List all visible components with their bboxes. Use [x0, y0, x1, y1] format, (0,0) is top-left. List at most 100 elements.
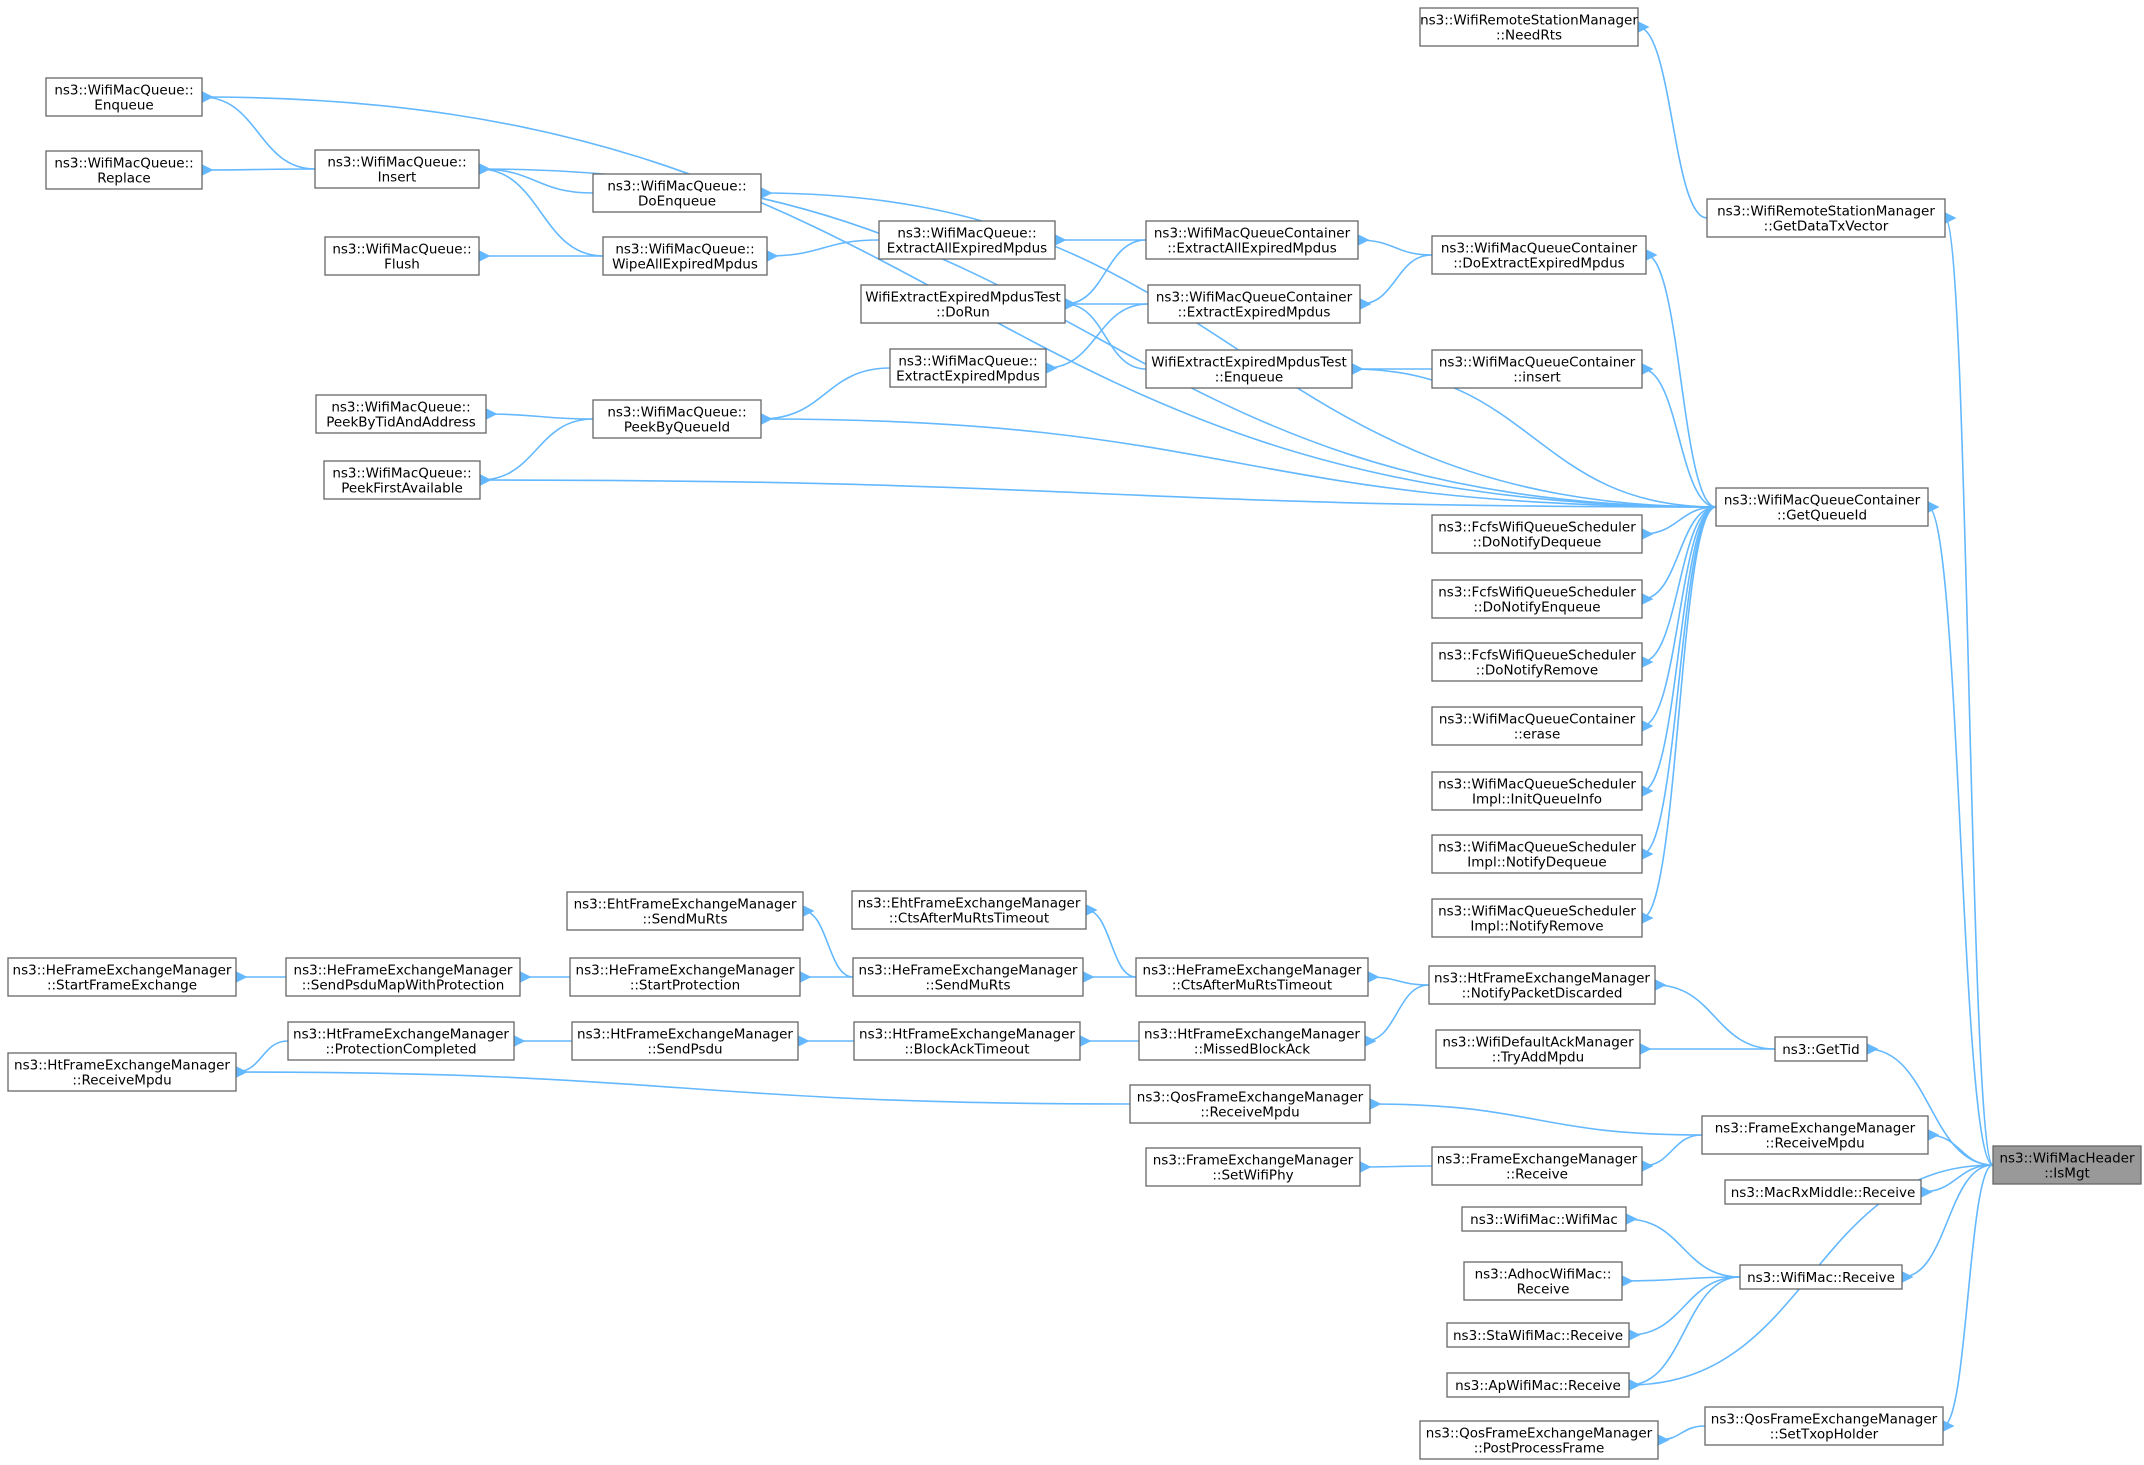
- node-label: ::SendMuRts: [925, 978, 1010, 994]
- node-box: [1428, 965, 1656, 1005]
- node-box: [592, 173, 762, 213]
- graph-node-wifimac-ctor[interactable]: ns3::WifiMac::WifiMac: [1461, 1206, 1627, 1232]
- graph-node-qos-receivempdu[interactable]: ns3::QosFrameExchangeManager::ReceiveMpd…: [1129, 1084, 1371, 1124]
- graph-node-q-extract[interactable]: ns3::WifiMacQueue::ExtractExpiredMpdus: [889, 348, 1047, 388]
- graph-node-fcfs-rem[interactable]: ns3::FcfsWifiQueueScheduler::DoNotifyRem…: [1431, 642, 1643, 682]
- graph-node-macrx[interactable]: ns3::MacRxMiddle::Receive: [1724, 1179, 1922, 1205]
- graph-node-needrts[interactable]: ns3::WifiRemoteStationManager::NeedRts: [1419, 7, 1639, 47]
- graph-edge-insert-getqueueid: [477, 162, 1717, 508]
- graph-node-he-sendpsdumap[interactable]: ns3::HeFrameExchangeManager::SendPsduMap…: [285, 957, 521, 997]
- node-label: ns3::HeFrameExchangeManager: [13, 963, 232, 979]
- graph-edge-peekfirst-peekbyqueue: [478, 418, 594, 487]
- node-box: [878, 220, 1056, 260]
- graph-node-replace[interactable]: ns3::WifiMacQueue::Replace: [45, 150, 203, 190]
- graph-node-sched-rem[interactable]: ns3::WifiMacQueueSchedulerImpl::NotifyRe…: [1431, 898, 1643, 938]
- graph-node-he-startprot[interactable]: ns3::HeFrameExchangeManager::StartProtec…: [569, 957, 801, 997]
- node-label: ns3::WifiMacQueue::: [615, 242, 754, 258]
- graph-node-fcfs-deq[interactable]: ns3::FcfsWifiQueueScheduler::DoNotifyDeq…: [1431, 514, 1643, 554]
- node-box: [314, 149, 480, 189]
- graph-node-wipe[interactable]: ns3::WifiMacQueue::WipeAllExpiredMpdus: [602, 236, 768, 276]
- node-label: ns3::WifiMacQueueScheduler: [1438, 777, 1636, 793]
- graph-node-sta[interactable]: ns3::StaWifiMac::Receive: [1446, 1322, 1630, 1348]
- graph-node-peekbyqueue[interactable]: ns3::WifiMacQueue::PeekByQueueId: [592, 399, 762, 439]
- graph-node-insert[interactable]: ns3::WifiMacQueue::Insert: [314, 149, 480, 189]
- node-box: [1992, 1145, 2142, 1185]
- node-box: [569, 957, 801, 997]
- graph-node-enqueue[interactable]: ns3::WifiMacQueue::Enqueue: [45, 77, 203, 117]
- graph-node-q-extractall[interactable]: ns3::WifiMacQueue::ExtractAllExpiredMpdu…: [878, 220, 1056, 260]
- graph-node-apwifimac[interactable]: ns3::ApWifiMac::Receive: [1446, 1372, 1630, 1398]
- graph-node-fem-receive[interactable]: ns3::FrameExchangeManager::Receive: [1431, 1146, 1643, 1186]
- graph-node-test-dorun[interactable]: WifiExtractExpiredMpdusTest::DoRun: [860, 284, 1066, 324]
- graph-node-adhoc[interactable]: ns3::AdhocWifiMac::Receive: [1463, 1261, 1623, 1301]
- graph-node-getdatatx[interactable]: ns3::WifiRemoteStationManager::GetDataTx…: [1706, 198, 1946, 238]
- graph-edge-insert-wipe: [477, 162, 604, 257]
- graph-node-c-extract[interactable]: ns3::WifiMacQueueContainer::ExtractExpir…: [1147, 284, 1361, 324]
- graph-node-test-enqueue[interactable]: WifiExtractExpiredMpdusTest::Enqueue: [1145, 349, 1353, 389]
- node-box: [1145, 220, 1359, 260]
- graph-edge-test-dorun-c-extractall: [1063, 239, 1147, 311]
- graph-node-fcfs-enq[interactable]: ns3::FcfsWifiQueueScheduler::DoNotifyEnq…: [1431, 579, 1643, 619]
- node-label: Enqueue: [94, 98, 153, 114]
- graph-node-ack-tryadd[interactable]: ns3::WifiDefaultAckManager::TryAddMpdu: [1435, 1029, 1641, 1069]
- graph-node-fem-receivempdu[interactable]: ns3::FrameExchangeManager::ReceiveMpdu: [1701, 1115, 1929, 1155]
- graph-node-ht-protcomp[interactable]: ns3::HtFrameExchangeManager::ProtectionC…: [287, 1021, 515, 1061]
- node-label: ::DoNotifyRemove: [1476, 663, 1598, 679]
- node-label: ns3::WifiRemoteStationManager: [1717, 204, 1935, 220]
- node-label: ::PostProcessFrame: [1474, 1441, 1605, 1457]
- graph-node-wifimac-receive[interactable]: ns3::WifiMac::Receive: [1739, 1264, 1903, 1290]
- graph-edge-ht-receivempdu-ht-protcomp: [234, 1040, 289, 1079]
- graph-node-ht-sendpsdu[interactable]: ns3::HtFrameExchangeManager::SendPsdu: [571, 1021, 799, 1061]
- graph-edge-c-extractall-doextract: [1356, 233, 1433, 256]
- graph-edge-ht-notify-gettid: [1653, 978, 1776, 1050]
- node-box: [324, 236, 480, 276]
- node-box: [45, 77, 203, 117]
- graph-node-peekbytid[interactable]: ns3::WifiMacQueue::PeekByTidAndAddress: [315, 394, 487, 434]
- graph-node-doenqueue[interactable]: ns3::WifiMacQueue::DoEnqueue: [592, 173, 762, 213]
- graph-node-ht-receivempdu[interactable]: ns3::HtFrameExchangeManager::ReceiveMpdu: [7, 1052, 237, 1092]
- node-label: ns3::WifiMacQueueContainer: [1439, 712, 1636, 728]
- graph-node-ht-blockack[interactable]: ns3::HtFrameExchangeManager::BlockAckTim…: [853, 1021, 1081, 1061]
- graph-node-flush[interactable]: ns3::WifiMacQueue::Flush: [324, 236, 480, 276]
- graph-node-eht-sendmurts[interactable]: ns3::EhtFrameExchangeManager::SendMuRts: [566, 891, 804, 931]
- node-label: ::insert: [1513, 370, 1561, 386]
- graph-node-c-insert[interactable]: ns3::WifiMacQueueContainer::insert: [1431, 349, 1643, 389]
- graph-node-peekfirst[interactable]: ns3::WifiMacQueue::PeekFirstAvailable: [323, 460, 481, 500]
- graph-node-getqueueid[interactable]: ns3::WifiMacQueueContainer::GetQueueId: [1715, 487, 1929, 527]
- edge-layer: [200, 20, 1994, 1447]
- node-label: ns3::HtFrameExchangeManager: [293, 1027, 509, 1043]
- graph-node-ht-notify[interactable]: ns3::HtFrameExchangeManager::NotifyPacke…: [1428, 965, 1656, 1005]
- graph-edge-c-extract-doextract: [1358, 254, 1433, 311]
- graph-node-settxop[interactable]: ns3::QosFrameExchangeManager::SetTxopHol…: [1704, 1406, 1944, 1446]
- graph-node-c-erase[interactable]: ns3::WifiMacQueueContainer::erase: [1431, 706, 1643, 746]
- node-label: ns3::FrameExchangeManager: [1715, 1121, 1916, 1137]
- node-box: [45, 150, 203, 190]
- node-label: ns3::FcfsWifiQueueScheduler: [1438, 648, 1636, 664]
- node-box: [1431, 349, 1643, 389]
- graph-node-eht-cts[interactable]: ns3::EhtFrameExchangeManager::CtsAfterMu…: [851, 890, 1087, 930]
- node-box: [1446, 1322, 1630, 1348]
- graph-node-ismgt[interactable]: ns3::WifiMacHeader::IsMgt: [1992, 1145, 2142, 1185]
- node-label: WifiExtractExpiredMpdusTest: [1151, 355, 1347, 371]
- graph-node-he-cts[interactable]: ns3::HeFrameExchangeManager::CtsAfterMuR…: [1135, 957, 1369, 997]
- graph-node-qos-postprocess[interactable]: ns3::QosFrameExchangeManager::PostProces…: [1419, 1420, 1659, 1460]
- graph-node-doextract[interactable]: ns3::WifiMacQueueContainer::DoExtractExp…: [1431, 235, 1647, 275]
- graph-node-fem-setphy[interactable]: ns3::FrameExchangeManager::SetWifiPhy: [1145, 1147, 1361, 1187]
- graph-edge-sched-rem-getqueueid: [1640, 506, 1717, 925]
- node-label: ::Receive: [1506, 1167, 1568, 1183]
- node-label: ns3::MacRxMiddle::Receive: [1731, 1185, 1916, 1201]
- graph-node-ht-missed[interactable]: ns3::HtFrameExchangeManager::MissedBlock…: [1138, 1021, 1366, 1061]
- node-label: ns3::HeFrameExchangeManager: [576, 963, 795, 979]
- node-label: ::erase: [1514, 727, 1561, 743]
- node-label: ns3::WifiMacQueue::: [332, 466, 471, 482]
- graph-node-sched-init[interactable]: ns3::WifiMacQueueSchedulerImpl::InitQueu…: [1431, 771, 1643, 811]
- graph-node-sched-deq[interactable]: ns3::WifiMacQueueSchedulerImpl::NotifyDe…: [1431, 834, 1643, 874]
- graph-node-gettid[interactable]: ns3::GetTid: [1774, 1036, 1868, 1062]
- node-label: ::ProtectionCompleted: [325, 1042, 476, 1058]
- graph-node-c-extractall[interactable]: ns3::WifiMacQueueContainer::ExtractAllEx…: [1145, 220, 1359, 260]
- node-label: ns3::WifiMacQueueScheduler: [1438, 840, 1636, 856]
- graph-node-he-startfe[interactable]: ns3::HeFrameExchangeManager::StartFrameE…: [7, 957, 237, 997]
- graph-node-he-sendmurts[interactable]: ns3::HeFrameExchangeManager::SendMuRts: [852, 957, 1084, 997]
- node-label: ns3::WifiMacQueue::: [327, 155, 466, 171]
